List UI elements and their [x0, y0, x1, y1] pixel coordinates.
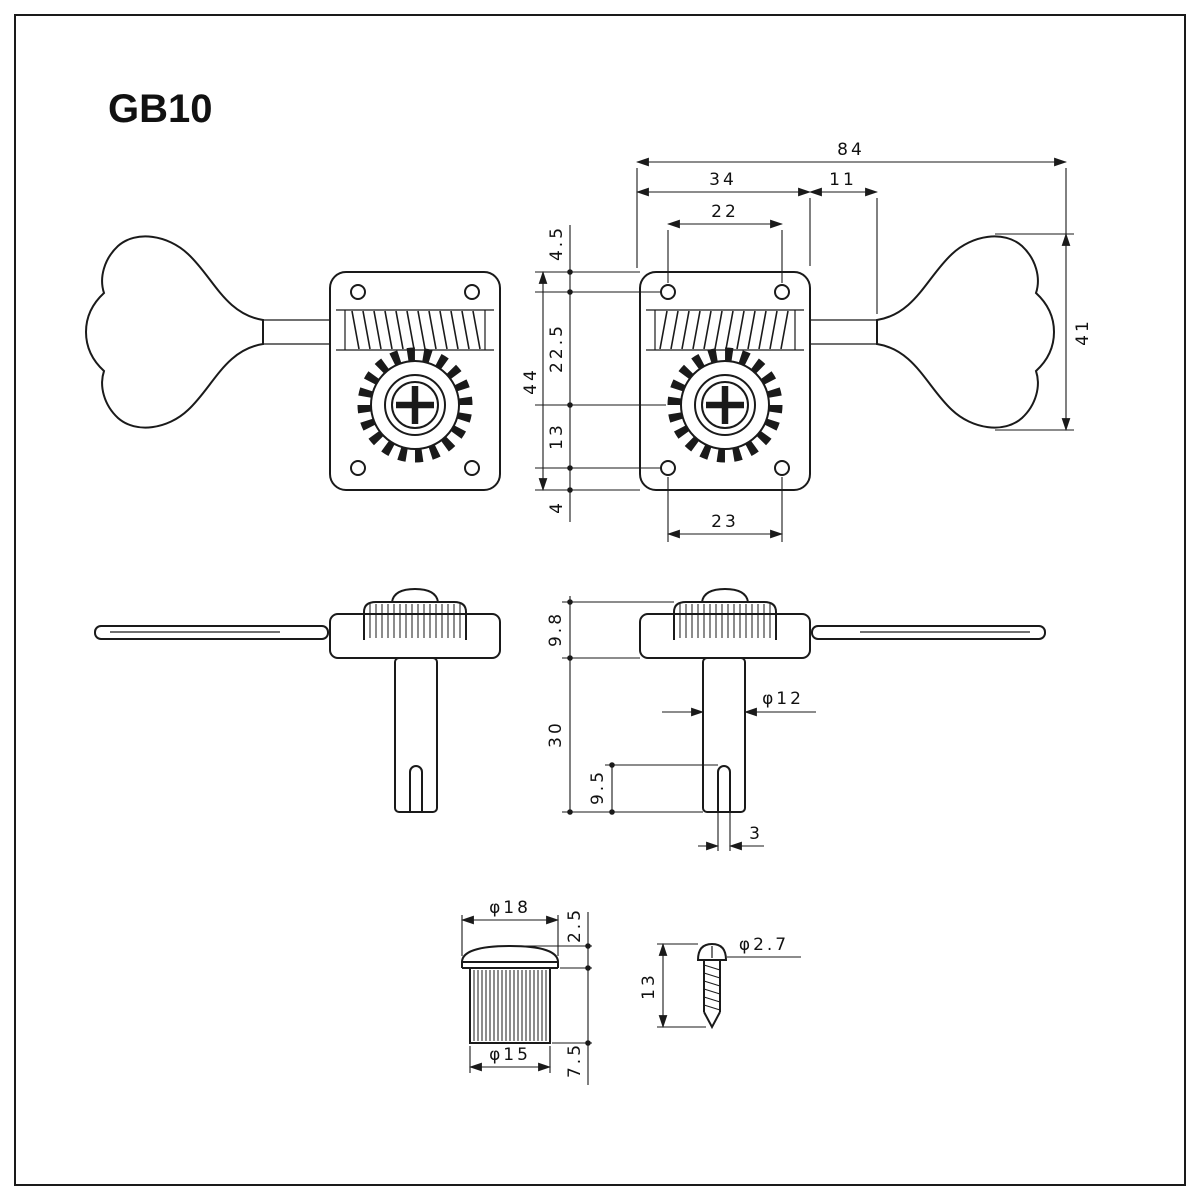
- dim-holes-to-gear-center: 22.5: [547, 323, 567, 373]
- front-dimensions: 84 34 11 22 44 4.5 22.5 13 4: [521, 140, 1093, 542]
- dim-point: [609, 762, 615, 768]
- dim-body-diameter: φ15: [489, 1045, 531, 1065]
- dim-edge-to-top-holes: 4.5: [547, 225, 567, 261]
- dim-body-height: 7.5: [565, 1042, 585, 1078]
- screw-threads: [703, 964, 721, 1011]
- dim-gear-to-bottom-holes: 13: [547, 422, 567, 450]
- dim-screw-length: 13: [639, 972, 659, 1000]
- dim-top-hole-spacing: 22: [711, 202, 739, 222]
- side-dimensions: 9.8 30 9.5 φ12 3: [546, 596, 816, 851]
- dim-slot-width: 3: [749, 824, 763, 844]
- dim-point: [609, 809, 615, 815]
- dim-slot-depth: 9.5: [588, 769, 608, 805]
- dim-key-height: 41: [1073, 318, 1093, 346]
- bushing-cap: [460, 944, 560, 963]
- dim-point: [585, 943, 591, 949]
- screw-dimensions: 13 φ2.7: [639, 935, 801, 1029]
- bushing-knurl: [473, 970, 547, 1041]
- side-view-left-tuner: [94, 588, 501, 813]
- dim-cap-diameter: φ18: [489, 898, 531, 918]
- bushing-dimensions: φ18 2.5 7.5 φ15: [460, 898, 592, 1085]
- dim-cap-height: 2.5: [565, 907, 585, 943]
- dim-point: [585, 1040, 591, 1046]
- dim-bottom-holes-to-edge: 4: [547, 500, 567, 514]
- front-view-left-tuner: [86, 236, 500, 490]
- dim-shaft-gap: 11: [829, 170, 857, 190]
- bushing-body: [469, 967, 551, 1044]
- dim-post-length: 30: [546, 720, 566, 748]
- side-view-right-tuner: [639, 588, 1046, 813]
- dim-overall-width: 84: [837, 140, 865, 160]
- dim-post-diameter: φ12: [762, 689, 804, 709]
- dim-head-height: 9.8: [546, 611, 566, 647]
- page-title: GB10: [108, 87, 213, 131]
- page-border: [14, 14, 1186, 1186]
- screw-view: [696, 942, 728, 1030]
- front-view-right-tuner: [640, 236, 1054, 490]
- dim-thread-diameter: φ2.7: [739, 935, 789, 955]
- bushing-view: [460, 944, 560, 1044]
- screw-head: [696, 942, 728, 961]
- dim-housing-height: 44: [521, 367, 541, 395]
- dim-point: [585, 965, 591, 971]
- dim-housing-width: 34: [709, 170, 737, 190]
- dim-bottom-hole-spacing: 23: [711, 512, 739, 532]
